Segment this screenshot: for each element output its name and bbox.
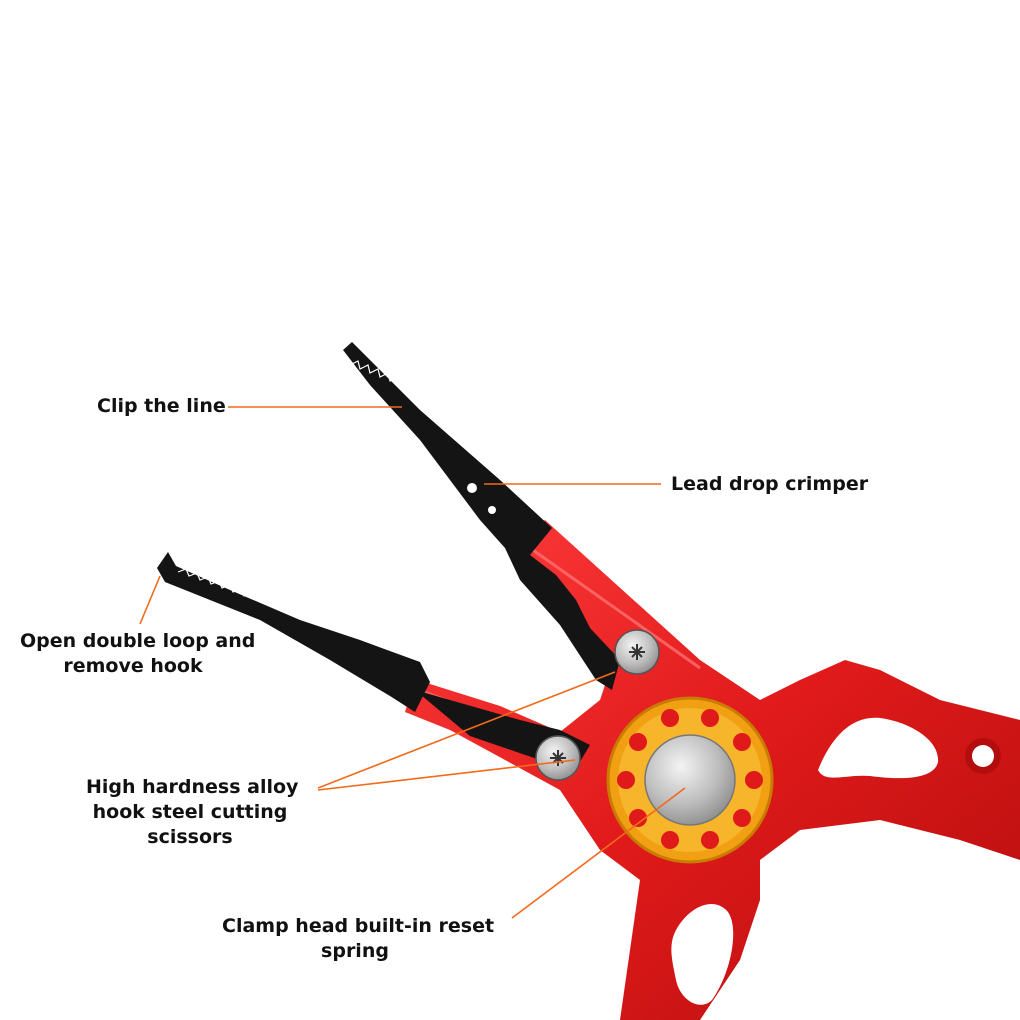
label-loop-line1: Open double loop and [20,630,256,652]
label-loop-line2: remove hook [63,655,203,677]
label-reset-spring: Clamp head built-in reset spring [222,914,495,964]
label-clip-text: Clip the line [97,395,226,417]
upper-jaw [343,342,620,690]
label-crimper-text: Lead drop crimper [671,473,869,495]
label-scissors-line3: scissors [147,826,233,848]
leader-lines [139,406,686,919]
leader-scissors-upper [317,671,616,789]
label-spring-line1: Clamp head built-in reset [222,915,495,937]
label-open-double-loop: Open double loop and remove hook [20,629,256,679]
label-spring-line2: spring [321,940,389,962]
label-lead-drop-crimper: Lead drop crimper [671,472,868,497]
label-scissors-line1: High hardness alloy [86,776,299,798]
leader-spring [511,787,686,919]
leader-scissors-lower [317,759,576,791]
upper-screw [614,629,660,675]
label-clip-the-line: Clip the line [97,394,226,419]
pivot-spring-housing [606,696,774,864]
label-cutting-scissors: High hardness alloy hook steel cutting s… [86,775,299,850]
label-scissors-line2: hook steel cutting [92,801,288,823]
leader-open-loop [139,575,161,625]
lower-screw [535,735,581,781]
